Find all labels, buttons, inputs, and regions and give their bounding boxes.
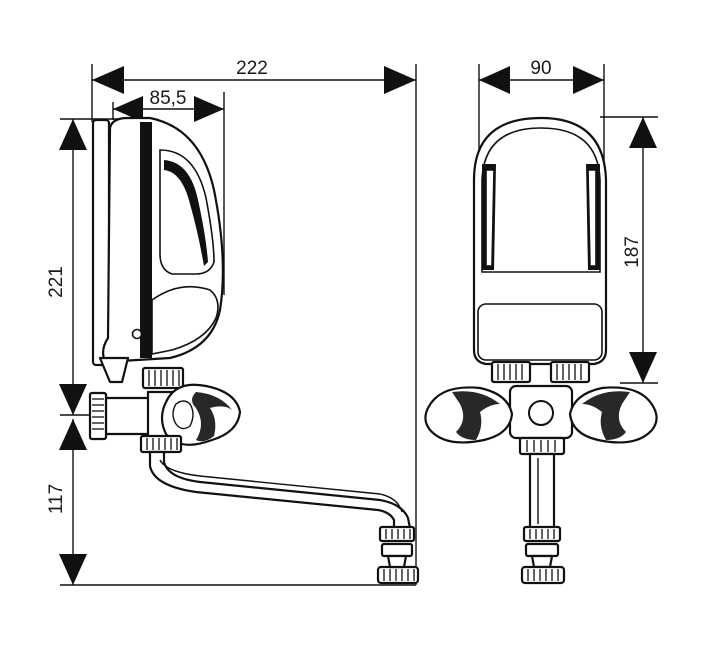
dim-label-front-width: 90 [530, 58, 551, 79]
side-view-heater [88, 116, 420, 585]
dim-label-overall-width: 222 [236, 58, 268, 79]
dim-label-spout-height: 117 [46, 484, 67, 514]
dimension-lines [59, 64, 658, 586]
dim-label-body-height: 221 [46, 266, 67, 298]
front-view-heater [424, 116, 658, 585]
dim-label-body-depth: 85,5 [150, 88, 187, 109]
dim-label-front-height: 187 [622, 236, 643, 268]
